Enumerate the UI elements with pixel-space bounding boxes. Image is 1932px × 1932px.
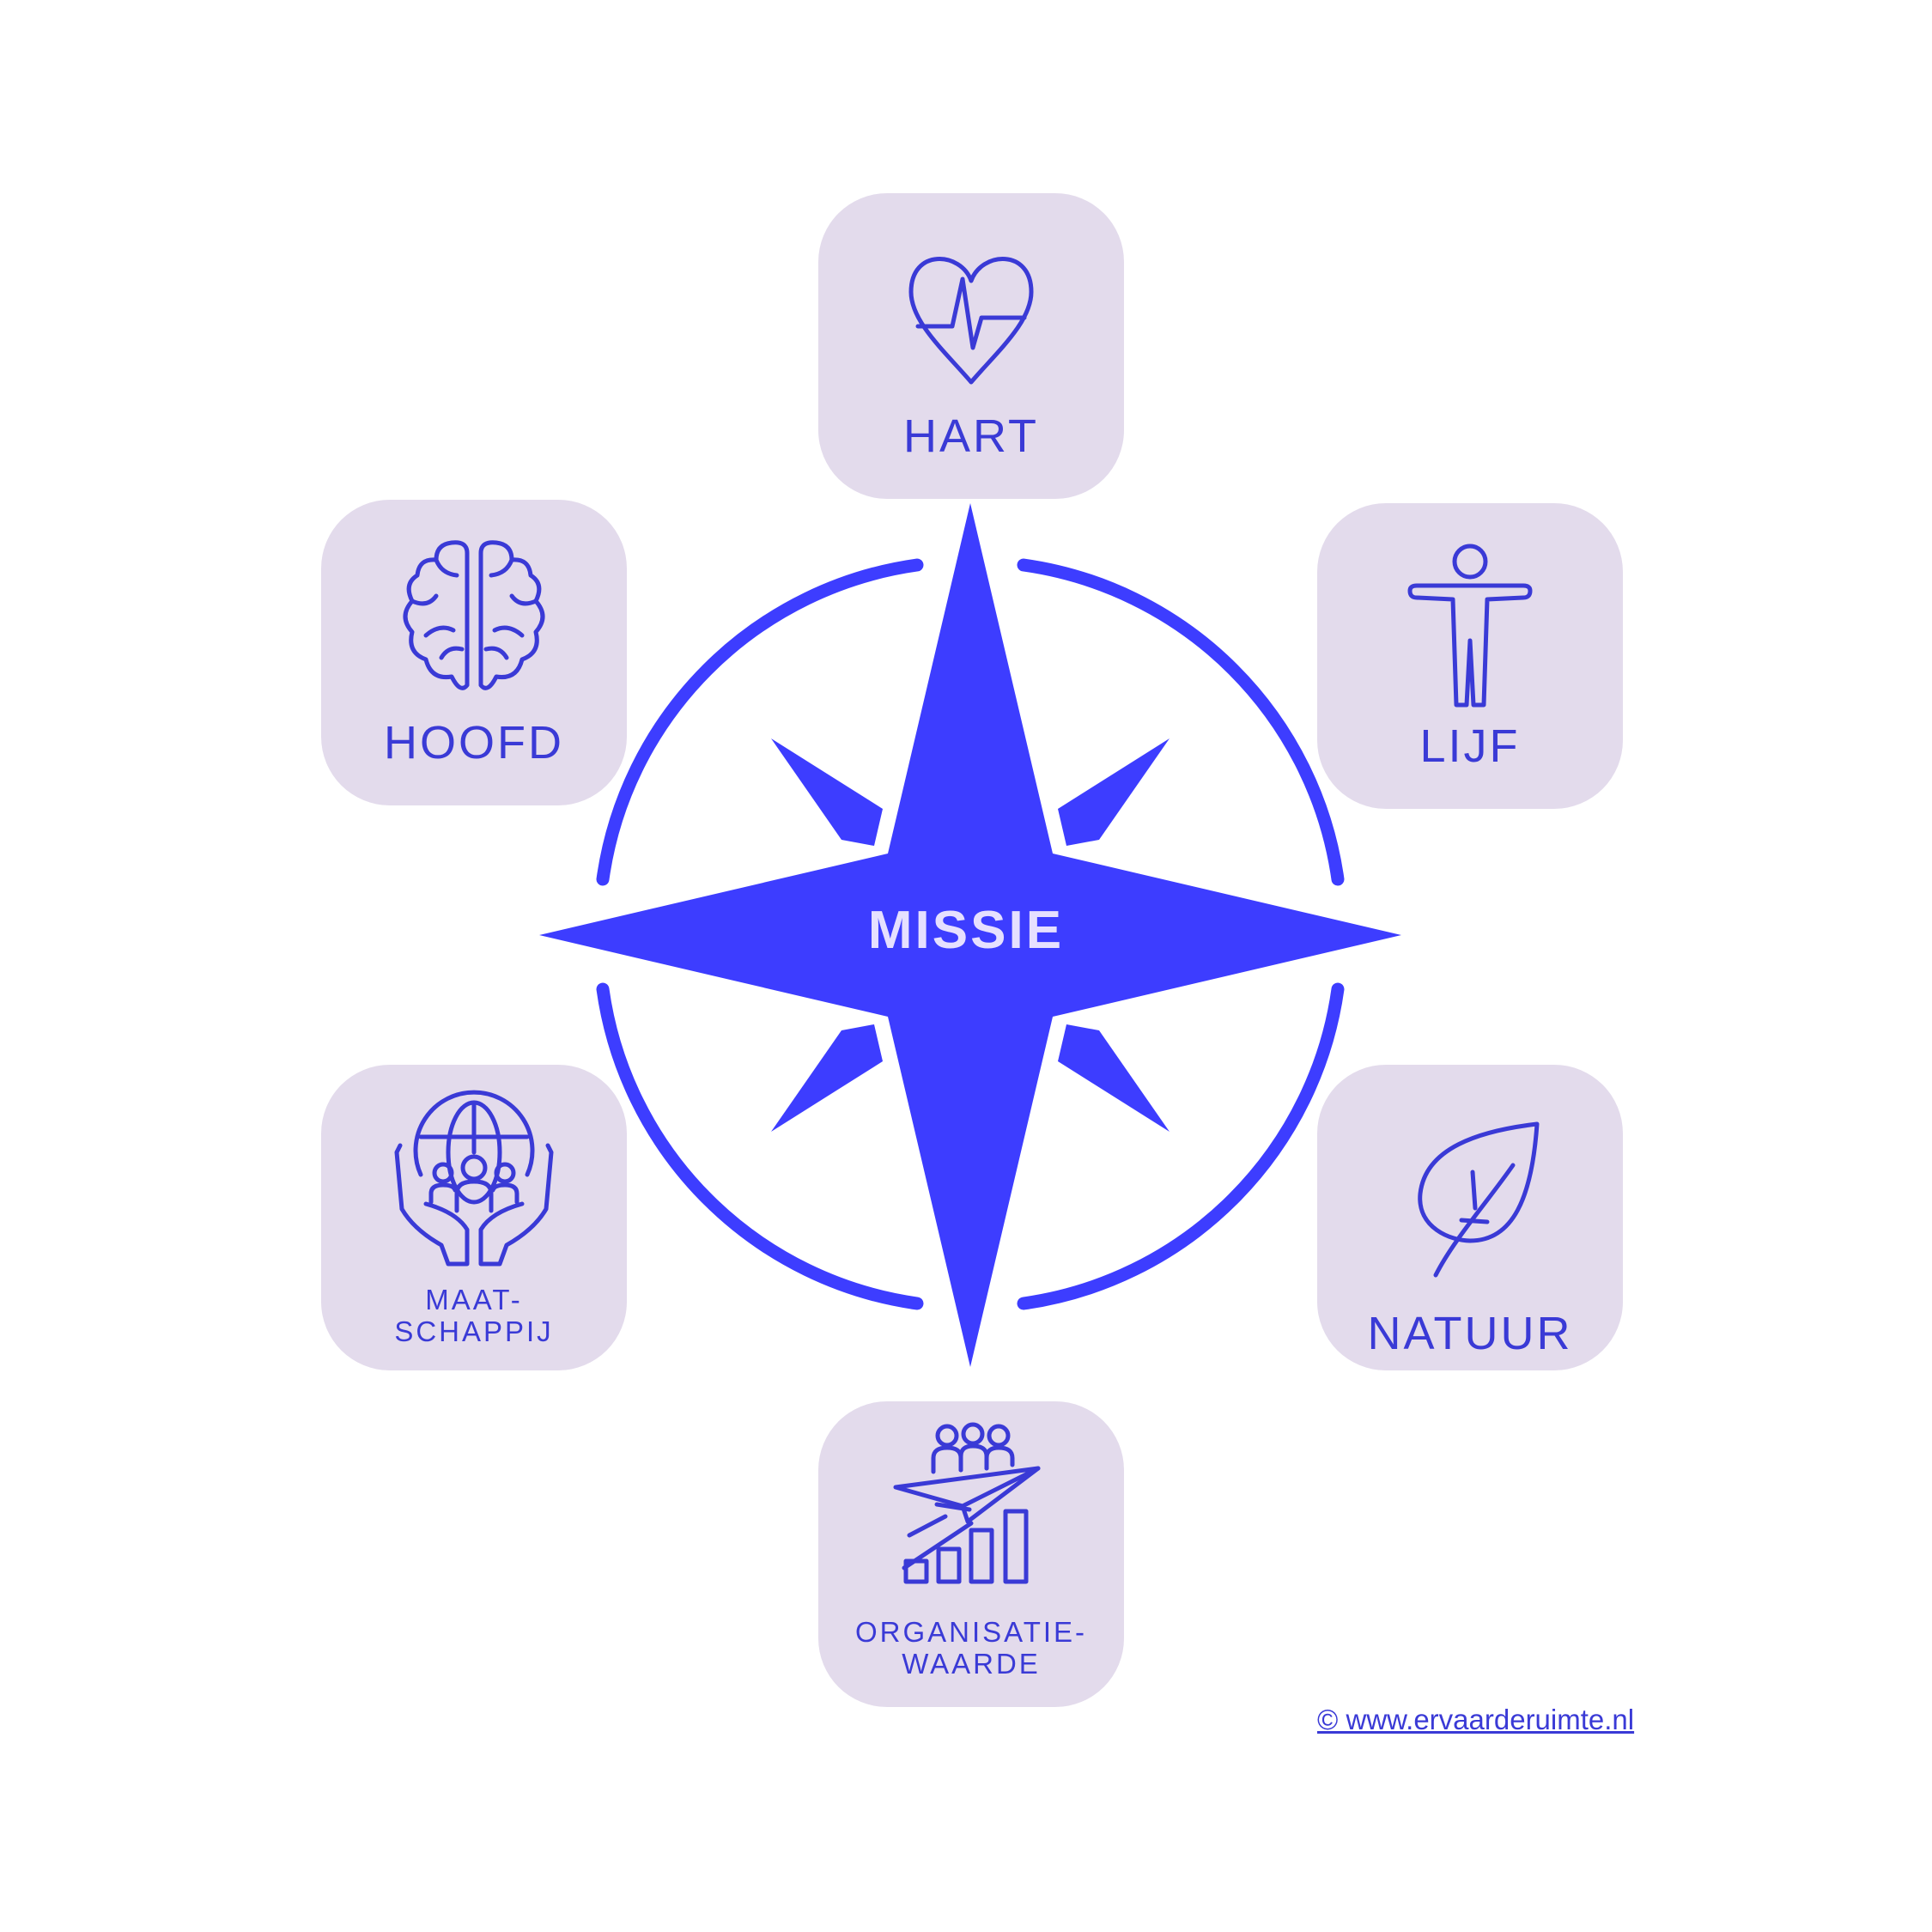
growth-team-icon xyxy=(893,1422,1041,1584)
tile-organisatiewaarde: ORGANISATIE- WAARDE xyxy=(818,1401,1124,1707)
tile-lijf-label: LIJF xyxy=(1419,720,1521,772)
heart-pulse-icon xyxy=(908,257,1034,385)
brain-icon xyxy=(403,540,545,690)
website-credit-link[interactable]: © www.ervaarderuimte.nl xyxy=(1317,1704,1635,1735)
tile-hart-label: HART xyxy=(902,410,1040,462)
compass-ring-arc-top-left xyxy=(596,558,924,886)
tile-hart: HART xyxy=(818,193,1124,499)
compass-ring-arc-top-right xyxy=(1017,558,1345,886)
tile-natuur: NATUUR xyxy=(1317,1065,1623,1370)
tile-natuur-label: NATUUR xyxy=(1367,1308,1573,1359)
compass-secondary-point-sw xyxy=(771,1024,883,1132)
tile-organisatiewaarde-label: ORGANISATIE- WAARDE xyxy=(818,1616,1124,1680)
compass-ring-arc-bottom-right xyxy=(1017,982,1345,1310)
compass-secondary-point-se xyxy=(1058,1024,1170,1132)
compass-ring-arc-bottom-left xyxy=(596,982,924,1310)
leaf-icon xyxy=(1418,1121,1540,1278)
missie-label: MISSIE xyxy=(867,901,1065,960)
tile-maatschappij: MAAT- SCHAPPIJ xyxy=(321,1065,627,1370)
tile-hoofd-label: HOOFD xyxy=(384,717,564,769)
tile-lijf: LIJF xyxy=(1317,503,1623,809)
tile-maatschappij-label-line2: SCHAPPIJ xyxy=(394,1315,554,1347)
tile-maatschappij-label: MAAT- SCHAPPIJ xyxy=(321,1284,627,1347)
compass-main-star xyxy=(539,503,1401,1367)
body-icon xyxy=(1407,544,1533,708)
tile-hoofd: HOOFD xyxy=(321,500,627,805)
tile-organisatiewaarde-label-line2: WAARDE xyxy=(902,1648,1041,1680)
tile-organisatiewaarde-label-line1: ORGANISATIE- xyxy=(854,1616,1088,1648)
compass-secondary-point-ne xyxy=(1058,738,1170,846)
tile-maatschappij-label-line1: MAAT- xyxy=(425,1284,523,1315)
globe-hands-icon xyxy=(394,1090,554,1267)
compass-secondary-point-nw xyxy=(771,738,883,846)
